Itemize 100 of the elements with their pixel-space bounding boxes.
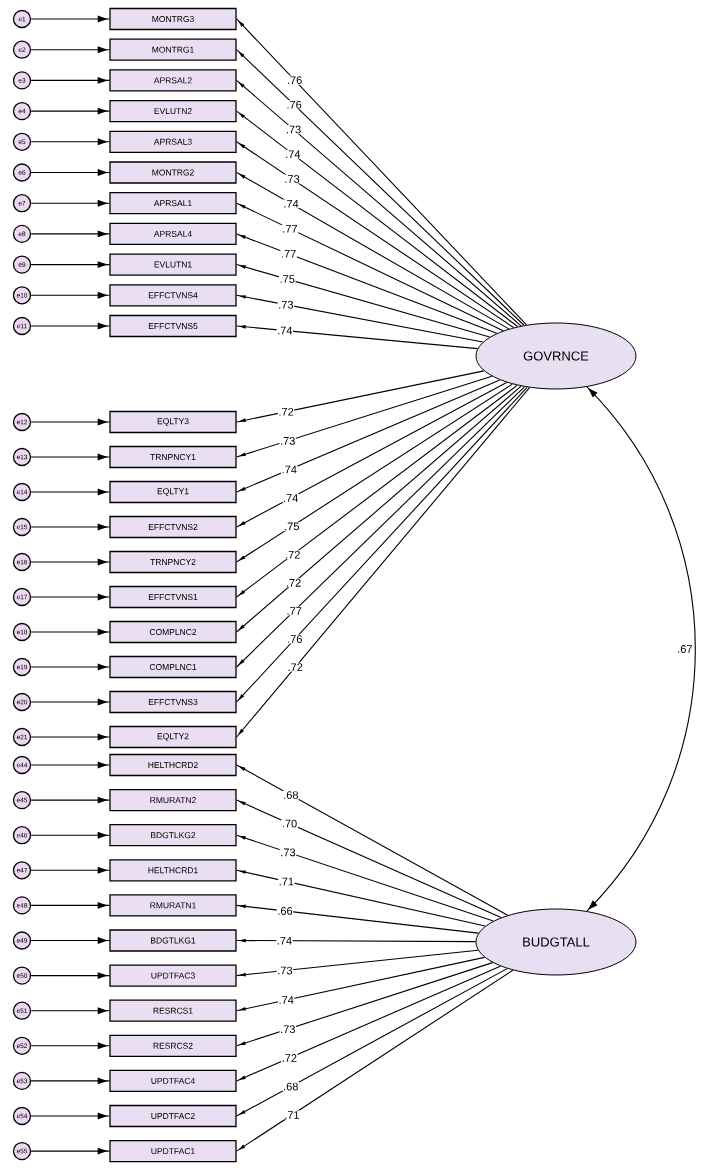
indicator-box: TRNPNCY2	[109, 550, 237, 574]
edge-label: .77	[280, 249, 297, 259]
edge-label: .72	[284, 550, 301, 560]
arrow	[236, 904, 479, 934]
arrow	[30, 796, 110, 804]
indicator-box: BDGTLKG1	[109, 929, 237, 952]
arrow	[30, 663, 110, 671]
indicator-box: EFFCTVNS3	[109, 690, 237, 714]
indicator-box: UPDTFAC1	[109, 1139, 237, 1163]
indicator-box: EVLUTN1	[109, 253, 237, 276]
arrow	[236, 171, 510, 330]
arrow	[30, 698, 110, 706]
arrow	[30, 761, 110, 769]
indicator-box: EFFCTVNS5	[109, 314, 237, 338]
edge-label: .71	[283, 1110, 301, 1120]
arrow	[30, 1112, 110, 1120]
edge-label: .74	[276, 326, 294, 335]
edge-label: .73	[279, 436, 296, 446]
arrow	[236, 264, 491, 338]
edge-label: .74	[281, 465, 298, 474]
edge-label: .73	[283, 174, 301, 184]
arrow	[30, 76, 110, 84]
arrow	[236, 381, 508, 528]
arrow	[236, 834, 494, 922]
arrow	[236, 141, 515, 329]
indicator-box: APRSAL3	[109, 130, 237, 153]
edge-label: .77	[285, 606, 303, 616]
edge-label: .72	[277, 407, 295, 417]
indicator-box: HELTHCRD2	[109, 753, 237, 777]
indicator-box: EFFCTVNS4	[109, 284, 237, 307]
indicator-box: APRSAL1	[109, 192, 237, 215]
indicator-box: HELTHCRD1	[109, 859, 237, 882]
arrow	[236, 968, 508, 1117]
arrow	[236, 938, 477, 943]
arrow	[30, 1077, 110, 1085]
arrow	[236, 375, 493, 458]
edge-label: .76	[286, 634, 303, 644]
indicator-box: APRSAL2	[109, 69, 237, 92]
edge-label: .76	[285, 100, 303, 110]
arrow	[30, 15, 110, 23]
arrow	[236, 294, 484, 343]
arrow	[30, 937, 110, 944]
indicator-box: MONTRG3	[109, 7, 237, 31]
arrow	[236, 956, 486, 1012]
arrow	[236, 799, 502, 919]
edge-label: .76	[286, 75, 303, 85]
indicator-box: EQLTY3	[109, 410, 237, 434]
edge-label: .73	[276, 966, 294, 975]
edge-label: .73	[285, 125, 302, 134]
indicator-box: RMURATN2	[109, 788, 237, 812]
edge-label: .74	[282, 493, 299, 503]
arrow	[236, 962, 494, 1047]
arrow	[236, 384, 518, 598]
arrow	[30, 418, 110, 426]
indicator-box: EFFCTVNS2	[109, 515, 237, 539]
edge-label: .72	[281, 1053, 298, 1063]
arrow	[30, 322, 110, 330]
edge-label: .74	[284, 149, 302, 159]
edge-label: .66	[276, 906, 294, 916]
arrow	[236, 233, 498, 334]
indicator-box: UPDTFAC2	[109, 1104, 237, 1128]
arrow	[30, 1007, 110, 1015]
arrow	[236, 869, 486, 927]
arrow	[30, 488, 110, 496]
edge-label: .68	[282, 1082, 299, 1091]
arrow	[236, 383, 513, 563]
arrow	[236, 764, 509, 916]
indicator-box: RMURATN1	[109, 894, 237, 917]
edge-label: .73	[279, 847, 297, 857]
edge-label: .67	[676, 644, 694, 654]
arrow	[30, 558, 110, 566]
edge-label: .74	[282, 199, 300, 209]
indicator-box: EFFCTVNS1	[109, 585, 237, 609]
indicator-box: EQLTY1	[109, 480, 237, 504]
edge-label: .77	[281, 224, 299, 234]
arrow	[30, 628, 110, 636]
arrow	[30, 593, 110, 601]
arrow	[236, 202, 504, 332]
arrow	[30, 1147, 110, 1155]
arrow	[30, 138, 110, 146]
arrow	[236, 370, 485, 423]
indicator-box: EVLUTN2	[109, 99, 237, 123]
edge-label: .73	[277, 300, 295, 310]
edge-label: .68	[282, 790, 300, 800]
indicator-box: COMPLNC2	[109, 620, 237, 644]
edge-label: .72	[285, 578, 302, 588]
arrow	[30, 901, 110, 909]
arrow	[30, 46, 110, 54]
indicator-box: COMPLNC1	[109, 655, 237, 679]
edge-label: .70	[281, 819, 298, 829]
arrow	[30, 199, 110, 207]
edge-label: .72	[286, 662, 304, 672]
arrow	[236, 965, 501, 1082]
arrow	[30, 866, 110, 874]
indicator-box: RESRCS2	[109, 1034, 237, 1057]
arrow	[30, 831, 110, 839]
covariance-arrow	[586, 386, 696, 912]
arrow	[236, 949, 479, 977]
edge-label: .71	[278, 877, 295, 886]
arrow	[30, 169, 110, 176]
